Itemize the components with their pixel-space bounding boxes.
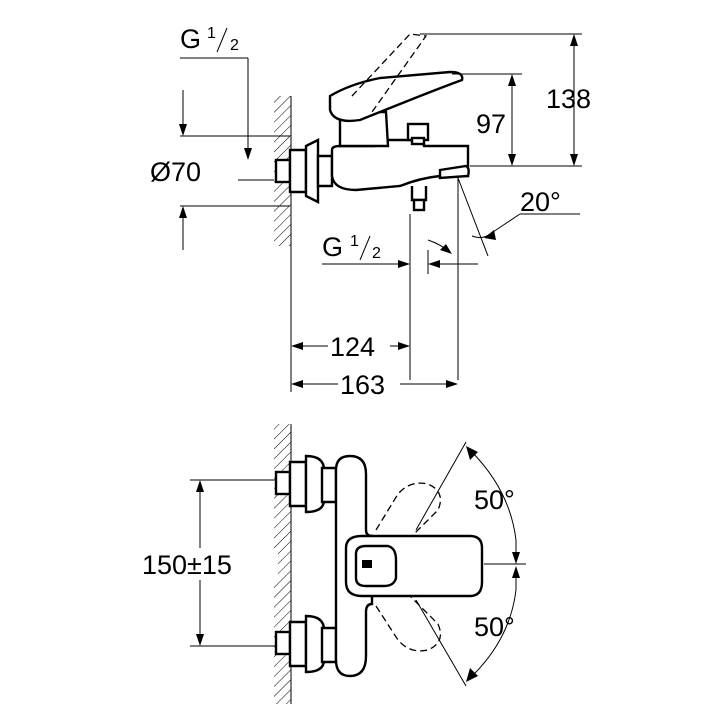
diverter-stem-side bbox=[410, 136, 426, 146]
thread-bottom-dimension: G 1 2 bbox=[322, 214, 478, 380]
upper-rosette bbox=[288, 460, 308, 508]
length-163-label: 163 bbox=[340, 370, 385, 400]
angle-50-top-label: 50° bbox=[474, 485, 515, 515]
lower-rosette bbox=[288, 620, 308, 668]
lever-indicator bbox=[362, 560, 372, 568]
thread-top-g: G bbox=[180, 24, 201, 54]
height-138-dimension: 138 bbox=[420, 33, 591, 167]
front-view: 150±15 50° 50° bbox=[140, 424, 526, 704]
union-nut-side bbox=[316, 154, 334, 188]
thread-bottom-den: 2 bbox=[372, 245, 381, 262]
angle-50-top-dimension: 50° bbox=[415, 441, 520, 564]
lever-open-position bbox=[351, 33, 428, 113]
length-124-label: 124 bbox=[330, 332, 375, 362]
thread-top-dimension: G 1 2 bbox=[180, 24, 252, 160]
length-124-dimension: 124 bbox=[291, 326, 410, 362]
height-138-label: 138 bbox=[546, 84, 591, 114]
diameter-dimension: Ø70 bbox=[150, 90, 290, 250]
eccentric-side bbox=[304, 138, 320, 204]
length-163-dimension: 163 bbox=[291, 366, 458, 400]
angle-50-bottom-label: 50° bbox=[474, 612, 515, 642]
height-97-label: 97 bbox=[476, 109, 506, 139]
thread-bottom-g: G bbox=[322, 232, 343, 262]
rosette-side bbox=[288, 148, 308, 194]
connector-nut-side bbox=[274, 158, 292, 184]
lower-union-nut bbox=[320, 626, 338, 664]
lever-left-position bbox=[375, 482, 442, 541]
thread-top-den: 2 bbox=[230, 37, 239, 54]
spacing-dimension: 150±15 bbox=[140, 479, 278, 647]
upper-union-nut bbox=[320, 466, 338, 504]
lever-right-position bbox=[375, 593, 442, 652]
height-97-dimension: 97 bbox=[452, 73, 522, 167]
angle-20-label: 20° bbox=[520, 187, 561, 217]
hose-thread-side bbox=[412, 198, 426, 212]
lever-insert bbox=[354, 544, 398, 588]
upper-connector-nut bbox=[274, 470, 292, 496]
lower-connector-nut bbox=[274, 630, 292, 656]
thread-top-num: 1 bbox=[207, 25, 216, 42]
diameter-label: Ø70 bbox=[150, 157, 201, 187]
mixer-body-side bbox=[330, 138, 470, 192]
angle-50-bottom-dimension: 50° bbox=[415, 566, 520, 687]
lever-side bbox=[328, 70, 464, 123]
spout-tip-side bbox=[438, 164, 470, 180]
hose-outlet-side bbox=[410, 186, 428, 202]
angle-20-dimension: 20° bbox=[457, 176, 580, 380]
spacing-label: 150±15 bbox=[142, 550, 232, 580]
thread-bottom-num: 1 bbox=[350, 233, 359, 250]
side-view: G 1 2 Ø70 97 bbox=[150, 24, 591, 400]
